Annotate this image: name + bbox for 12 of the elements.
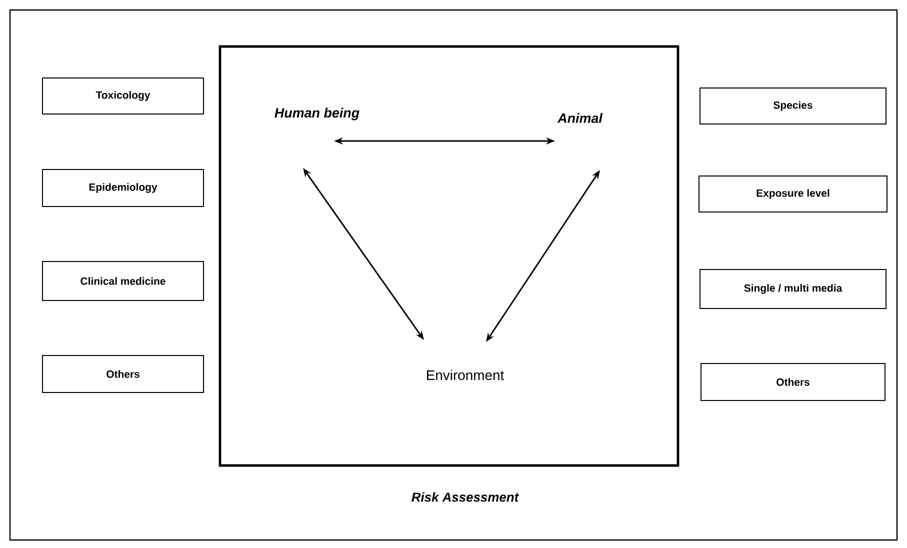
label-box: Single / multi media <box>700 269 886 309</box>
label-box: Exposure level <box>698 176 888 212</box>
label-box: Clinical medicine <box>42 261 204 301</box>
label-text: Environment <box>427 370 504 380</box>
label-text: Human being <box>274 108 360 120</box>
label-box: Others <box>42 355 204 393</box>
label-text: Animal <box>557 113 603 123</box>
label-box: Epidemiology <box>42 169 204 207</box>
label-box: Toxicology <box>42 78 204 114</box>
label-box: Others <box>700 363 886 401</box>
node-label: Risk Assessment <box>412 492 520 502</box>
label-box: Species <box>700 88 886 124</box>
